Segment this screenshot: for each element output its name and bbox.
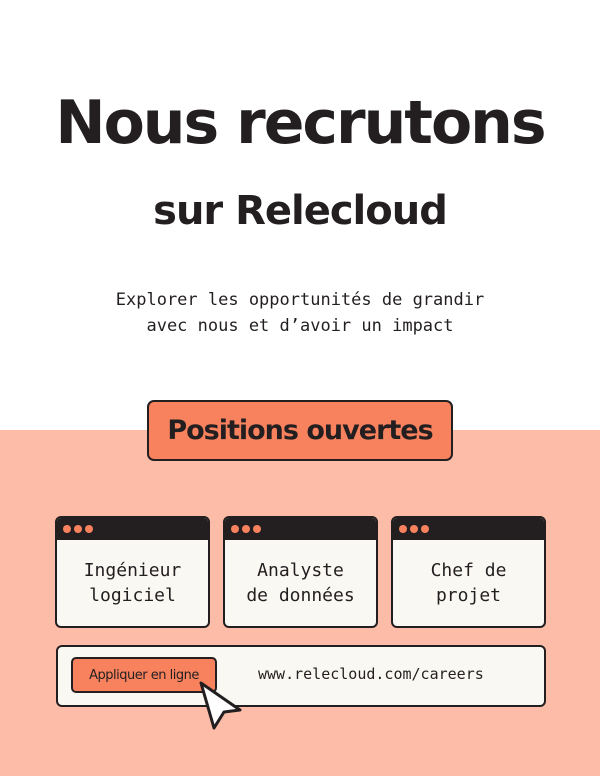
dot-icon [399,525,407,533]
window-bar [393,518,544,540]
job-title: Analyste de données [246,560,355,606]
dot-icon [85,525,93,533]
dot-icon [421,525,429,533]
job-title: Chef de projet [430,560,507,606]
job-title: Ingénieur logiciel [83,560,182,606]
dot-icon [63,525,71,533]
window-bar [225,518,376,540]
page-title: Nous recrutons [55,88,546,158]
dot-icon [231,525,239,533]
dot-icon [253,525,261,533]
job-card-project-manager[interactable]: Chef de projet [391,516,546,628]
careers-url[interactable]: www.relecloud.com/careers [258,665,484,683]
dot-icon [410,525,418,533]
job-card-data-analyst[interactable]: Analyste de données [223,516,378,628]
apply-online-button[interactable]: Appliquer en ligne [71,657,217,693]
page-subtitle: sur Relecloud [153,188,448,234]
job-card-software-engineer[interactable]: Ingénieur logiciel [55,516,210,628]
open-positions-heading: Positions ouvertes [147,400,453,461]
dot-icon [74,525,82,533]
apply-bar: Appliquer en ligne www.relecloud.com/car… [56,645,546,707]
dot-icon [242,525,250,533]
window-bar [57,518,208,540]
cursor-arrow-icon [199,681,242,730]
description: Explorer les opportunités de grandir ave… [115,290,485,336]
